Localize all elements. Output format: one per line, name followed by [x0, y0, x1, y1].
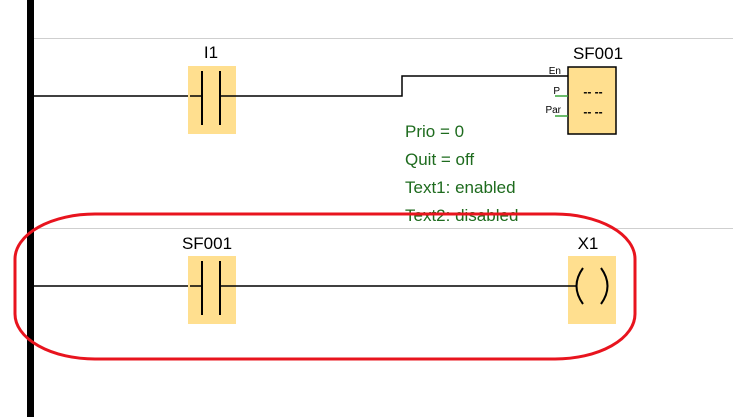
contact-sf001[interactable]: SF001	[182, 234, 236, 324]
param-text1: Text1: enabled	[405, 178, 516, 197]
coil-x1[interactable]: X1	[568, 234, 616, 324]
block-display-line: -- --	[583, 85, 602, 99]
block-label: SF001	[573, 44, 623, 63]
power-rail	[27, 0, 34, 417]
coil-symbol	[600, 267, 609, 305]
special-function-block-sf001[interactable]: SF001 En P Par -- -- -- --	[545, 44, 623, 135]
rung-1: I1 SF001 En P Par -- -- -- -- Prio = 0 Q…	[34, 43, 623, 225]
wire	[236, 75, 568, 97]
block-display-line: -- --	[583, 105, 602, 119]
contact-label: SF001	[182, 234, 232, 253]
param-prio: Prio = 0	[405, 122, 464, 141]
coil-label: X1	[578, 234, 599, 253]
rung-2: SF001 X1	[34, 234, 616, 324]
contact-i1[interactable]: I1	[188, 43, 236, 134]
contact-label: I1	[204, 43, 218, 62]
pin-p-label: P	[553, 86, 560, 97]
block-parameters: Prio = 0 Quit = off Text1: enabled Text2…	[405, 122, 518, 225]
highlight-annotation	[13, 212, 637, 361]
param-quit: Quit = off	[405, 150, 474, 169]
coil-symbol	[575, 267, 584, 305]
pin-par-label: Par	[545, 105, 561, 116]
pin-en-label: En	[549, 66, 561, 77]
